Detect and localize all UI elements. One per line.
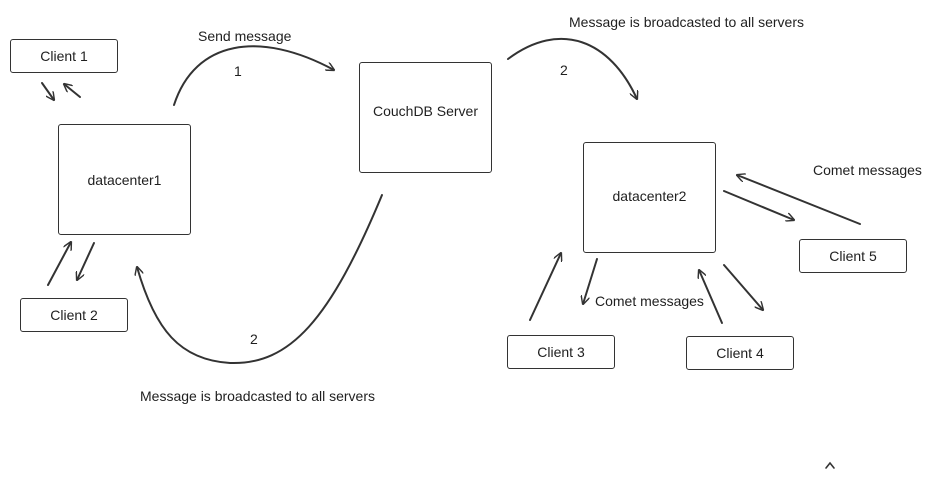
step-2-bottom-label: 2 xyxy=(250,331,258,347)
arrow-broadcast-dc2 xyxy=(507,37,637,99)
datacenter-2-box: datacenter2 xyxy=(583,142,716,253)
arrow-client2-to-dc1 xyxy=(47,242,71,286)
datacenter-2-label: datacenter2 xyxy=(612,187,687,204)
client-2-label: Client 2 xyxy=(50,307,98,323)
step-1-label: 1 xyxy=(234,63,242,79)
client-5-box: Client 5 xyxy=(799,239,907,273)
send-message-label: Send message xyxy=(198,28,292,44)
client-1-label: Client 1 xyxy=(40,48,88,64)
arrow-dc1-to-client1 xyxy=(64,84,81,98)
comet-messages-right-label: Comet messages xyxy=(813,162,922,178)
client-5-label: Client 5 xyxy=(829,248,877,264)
stray-caret-mark xyxy=(825,461,835,469)
client-1-box: Client 1 xyxy=(10,39,118,73)
client-3-label: Client 3 xyxy=(537,344,585,360)
arrow-client4-to-dc2 xyxy=(699,270,723,324)
comet-messages-bottom-label: Comet messages xyxy=(595,293,704,309)
arrow-dc1-to-client2 xyxy=(77,242,95,280)
arrow-broadcast-dc1 xyxy=(137,194,383,365)
couchdb-server-box: CouchDB Server xyxy=(359,62,492,173)
client-4-box: Client 4 xyxy=(686,336,794,370)
datacenter-1-label: datacenter1 xyxy=(87,171,162,188)
datacenter-1-box: datacenter1 xyxy=(58,124,191,235)
arrow-dc2-to-client4 xyxy=(723,264,763,310)
broadcast-bottom-label: Message is broadcasted to all servers xyxy=(140,388,375,404)
arrow-dc2-to-client5 xyxy=(723,190,794,220)
broadcast-top-label: Message is broadcasted to all servers xyxy=(569,14,804,30)
couchdb-server-label: CouchDB Server xyxy=(372,102,479,119)
arrow-client3-to-dc2 xyxy=(529,253,561,321)
step-2-top-label: 2 xyxy=(560,62,568,78)
arrow-client5-to-dc2 xyxy=(737,175,861,225)
client-2-box: Client 2 xyxy=(20,298,128,332)
arrow-send-message xyxy=(173,45,334,106)
arrow-client1-to-dc1 xyxy=(41,82,54,100)
client-3-box: Client 3 xyxy=(507,335,615,369)
arrow-dc2-to-client3 xyxy=(583,258,598,304)
client-4-label: Client 4 xyxy=(716,345,764,361)
